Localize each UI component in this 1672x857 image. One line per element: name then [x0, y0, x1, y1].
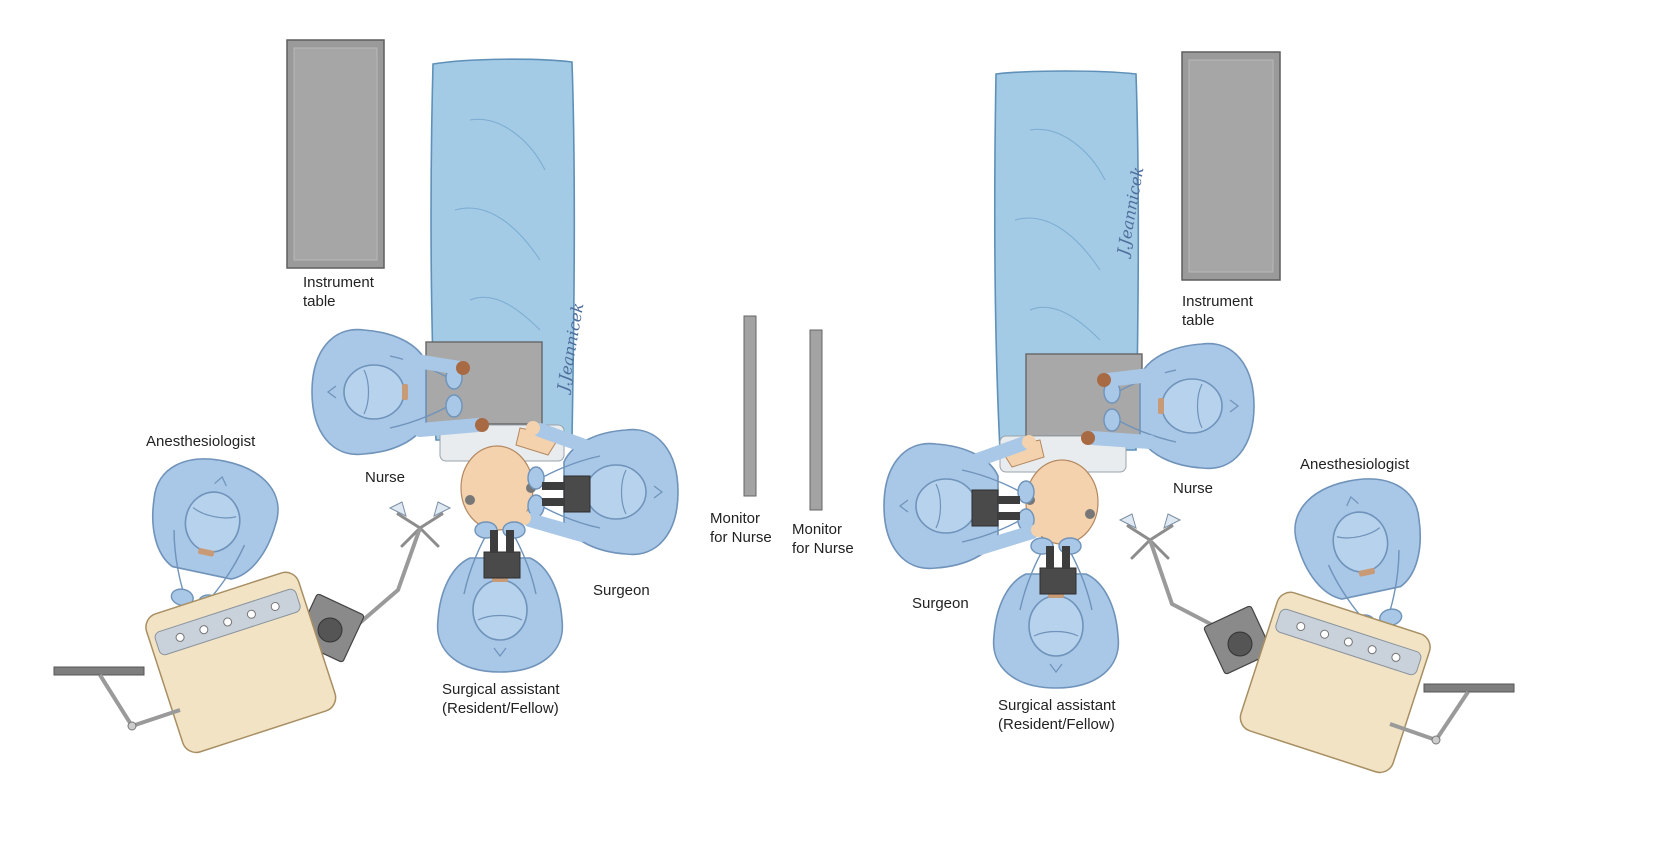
label-instrument-table-right: Instrument table	[1182, 292, 1253, 330]
label-line: table	[1182, 312, 1215, 329]
right-setup: J.Jeannicek	[809, 51, 1515, 774]
label-line: Surgical assistant	[442, 681, 560, 698]
label-line: for Nurse	[710, 529, 772, 546]
surgeon-figure	[517, 421, 679, 556]
label-anesthesiologist-left: Anesthesiologist	[146, 433, 256, 450]
surgical-assistant-figure	[992, 537, 1120, 689]
label-line: Instrument	[303, 274, 374, 291]
label-surgeon-right: Surgeon	[912, 595, 969, 612]
operating-table-icon	[994, 70, 1143, 545]
label-monitor-left: Monitor for Nurse	[710, 509, 772, 547]
nurse-figure	[1081, 342, 1255, 470]
monitor-icon	[743, 315, 757, 497]
instrument-table-icon	[286, 39, 385, 269]
anesthesia-machine-icon	[1239, 591, 1431, 774]
label-line: Monitor	[710, 510, 761, 527]
operating-table-icon	[425, 58, 576, 531]
surgeon-figure	[883, 435, 1045, 570]
left-setup: J.Jeannicek	[53, 39, 757, 754]
label-line: Instrument	[1182, 293, 1253, 310]
label-line: (Resident/Fellow)	[442, 700, 559, 717]
label-line: for Nurse	[792, 540, 854, 557]
label-instrument-table-left: Instrument table	[303, 273, 374, 311]
surgical-assistant-figure	[436, 521, 564, 673]
surgical-light-icon	[1118, 512, 1227, 634]
anesthesia-monitor-icon	[1389, 683, 1515, 745]
label-line: table	[303, 293, 336, 310]
nurse-figure	[311, 328, 489, 456]
label-anesthesiologist-right: Anesthesiologist	[1300, 456, 1410, 473]
anesthesia-monitor-icon	[53, 666, 181, 731]
label-surgical-assistant-right: Surgical assistant (Resident/Fellow)	[998, 696, 1116, 734]
anesthesia-machine-icon	[145, 571, 337, 754]
instrument-table-icon	[1181, 51, 1281, 281]
label-nurse-right: Nurse	[1173, 480, 1214, 497]
label-surgeon-left: Surgeon	[593, 582, 650, 599]
label-line: Surgical assistant	[998, 697, 1116, 714]
monitor-icon	[809, 329, 823, 511]
label-monitor-right: Monitor for Nurse	[792, 520, 854, 558]
label-line: Monitor	[792, 521, 843, 538]
microscope-console-icon	[1203, 605, 1273, 675]
label-surgical-assistant-left: Surgical assistant (Resident/Fellow)	[442, 680, 560, 718]
label-nurse-left: Nurse	[365, 469, 406, 486]
label-line: (Resident/Fellow)	[998, 716, 1115, 733]
